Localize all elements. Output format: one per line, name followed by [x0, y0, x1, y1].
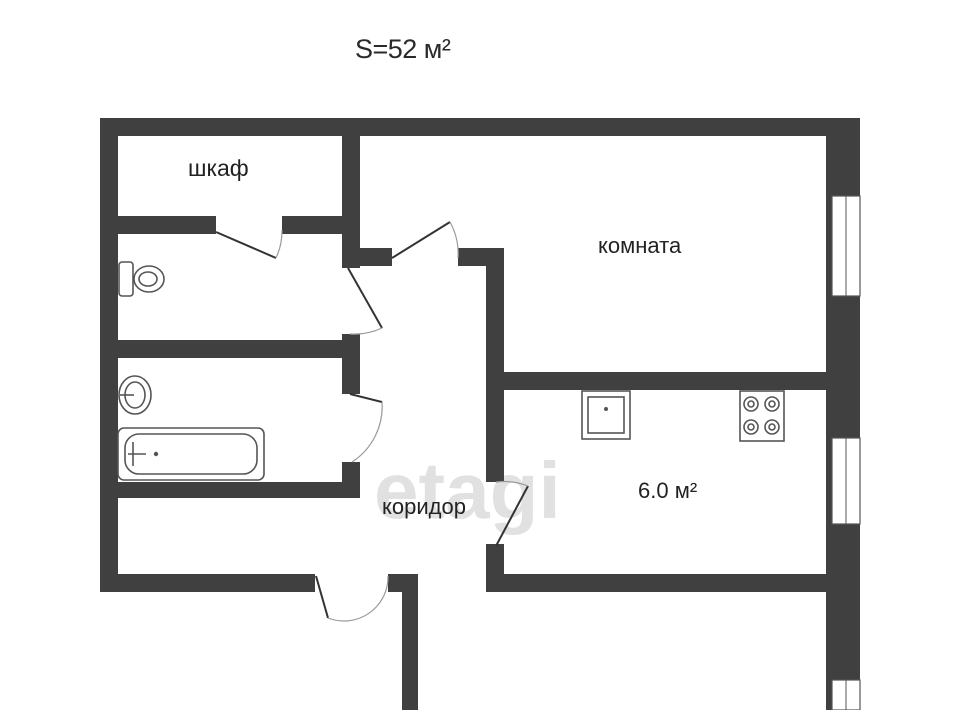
label-room: комната: [598, 233, 682, 258]
window-lower: [831, 679, 861, 710]
total-area-label: S=52 м²: [355, 34, 451, 64]
wall-wc-bottom: [118, 340, 360, 358]
wall-closet-bottom-a: [118, 216, 216, 234]
wall-room-kitchen: [486, 372, 826, 390]
wall-kitchen-bottom: [486, 574, 826, 592]
bathtub-icon: [117, 427, 265, 481]
wall-bath-bottom: [118, 482, 360, 498]
window-kitchen: [831, 437, 861, 525]
wall-room-door-left: [342, 248, 392, 266]
sink-icon: [118, 375, 152, 415]
wall-left: [100, 118, 118, 592]
door-room: [391, 221, 459, 259]
wall-lower-stair: [402, 574, 418, 710]
wall-bath-right-top: [342, 334, 360, 394]
kitchen-sink-icon: [581, 390, 631, 440]
wall-top: [100, 118, 860, 136]
stove-icon: [739, 390, 785, 442]
wall-corridor-right-b: [486, 544, 504, 592]
window-room: [831, 195, 861, 297]
wall-closet-bottom-b: [282, 216, 360, 234]
label-corridor: коридор: [382, 494, 466, 519]
door-kitchen: [495, 480, 529, 547]
label-kitchen-area: 6.0 м²: [638, 478, 697, 503]
door-closet: [215, 229, 283, 259]
door-wc: [347, 267, 383, 335]
wall-bottom-left: [100, 574, 315, 592]
label-closet: шкаф: [188, 155, 249, 181]
door-bath: [349, 393, 383, 463]
wall-closet-right: [342, 118, 360, 268]
toilet-icon: [118, 261, 165, 297]
door-entrance: [315, 575, 389, 622]
watermark: etagi: [374, 446, 561, 535]
wall-corridor-right-a: [486, 248, 504, 482]
